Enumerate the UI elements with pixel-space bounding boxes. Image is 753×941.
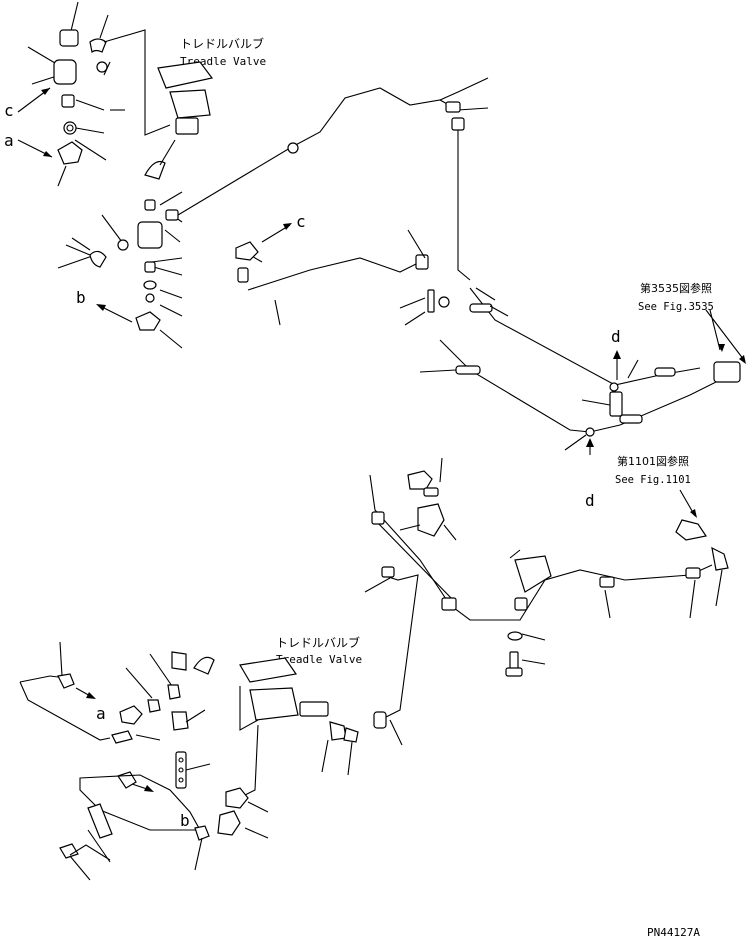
drawing-number: PN44127A (647, 926, 700, 939)
upper-brake-tubes (177, 77, 741, 433)
reference-fig3535-en: See Fig.3535 (638, 301, 714, 313)
reference-fig1101-jp: 第1101図参照 (617, 454, 689, 468)
lower-relay-valve-group (364, 457, 729, 746)
lower-treadle-valve (171, 651, 359, 839)
view-letter-b-lower-left: b (180, 811, 190, 830)
reference-fig3535-jp: 第3535図参照 (640, 281, 712, 295)
view-letter-c-upper-left: c (4, 101, 14, 120)
view-letter-b-upper-left: b (76, 288, 86, 307)
view-letter-a-lower-left: a (96, 704, 106, 723)
view-letter-a-upper-left: a (4, 131, 14, 150)
view-letter-d-upper-right: d (611, 327, 621, 346)
upper-left-fittings-group (17, 1, 171, 187)
treadle-valve-jp-label-top: トレドルバルブ (180, 36, 264, 51)
upper-treadle-valve (110, 61, 214, 180)
view-letter-c-middle: c (296, 212, 306, 231)
middle-assembly-group (235, 223, 746, 455)
treadle-valve-en-label-bottom: Treadle Valve (276, 653, 362, 666)
view-letter-d-lower-right: d (585, 491, 595, 510)
treadle-valve-jp-label-bottom: トレドルバルブ (276, 635, 360, 650)
reference-fig1101-en: See Fig.1101 (615, 474, 691, 486)
lower-left-fittings-group (19, 641, 211, 881)
upper-left-manifold-group (57, 191, 183, 349)
